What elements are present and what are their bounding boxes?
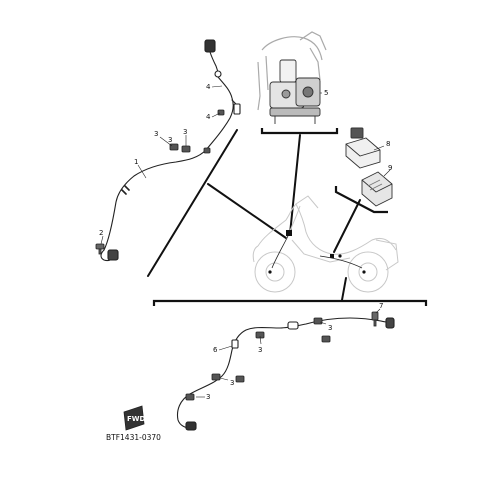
leader-9 xyxy=(383,169,391,177)
bolt-2 xyxy=(95,243,105,255)
callout-3: 3 xyxy=(328,324,332,332)
hydraulic-unit-bracket-line xyxy=(260,128,339,135)
front-sensor-lead xyxy=(100,39,241,262)
front-lead-connector xyxy=(204,39,216,53)
fwd-badge-text: FWD xyxy=(127,415,146,423)
rear-section-divider xyxy=(152,299,428,306)
callout-4: 4 xyxy=(206,83,211,91)
callout-3: 3 xyxy=(168,136,172,144)
callout-7: 7 xyxy=(379,302,383,310)
callout-4: 4 xyxy=(206,113,211,121)
component-location-markers xyxy=(268,230,366,274)
callout-3: 3 xyxy=(183,128,187,136)
callout-3: 3 xyxy=(230,379,234,387)
hydraulic-unit-assembly xyxy=(257,31,327,124)
rear-wheel-sensor xyxy=(385,317,395,329)
callout-numbers: 1 2 3 3 3 4 4 5 6 3 3 3 3 7 8 9 xyxy=(99,83,392,401)
silhouette-wiring xyxy=(271,235,363,269)
location-pointer-lines xyxy=(147,129,361,301)
rear-sensor-lead xyxy=(176,317,395,431)
control-unit-8 xyxy=(345,127,381,169)
front-lead-clamps xyxy=(169,109,225,154)
control-unit-9 xyxy=(361,171,393,207)
front-callout-leaders xyxy=(100,85,322,245)
callout-9: 9 xyxy=(388,164,392,172)
fwd-direction-badge: FWD xyxy=(123,405,146,431)
rear-lead-clamps xyxy=(185,317,331,401)
callout-2: 2 xyxy=(99,229,103,237)
callout-5: 5 xyxy=(324,89,328,97)
bolt-7 xyxy=(371,311,379,327)
callout-3: 3 xyxy=(258,346,262,354)
rear-callout-leaders xyxy=(196,308,381,398)
control-unit-bracket-line xyxy=(334,186,388,214)
front-wheel-sensor xyxy=(107,249,119,261)
diagram-part-number: BTF1431-0370 xyxy=(106,433,161,442)
leader-8 xyxy=(373,145,385,151)
callout-3: 3 xyxy=(206,393,210,401)
callout-6: 6 xyxy=(213,346,218,354)
scooter-outline xyxy=(252,195,399,293)
callout-8: 8 xyxy=(386,140,390,148)
callout-3: 3 xyxy=(154,130,158,138)
rear-lead-connector xyxy=(185,421,197,431)
callout-1: 1 xyxy=(134,158,138,166)
